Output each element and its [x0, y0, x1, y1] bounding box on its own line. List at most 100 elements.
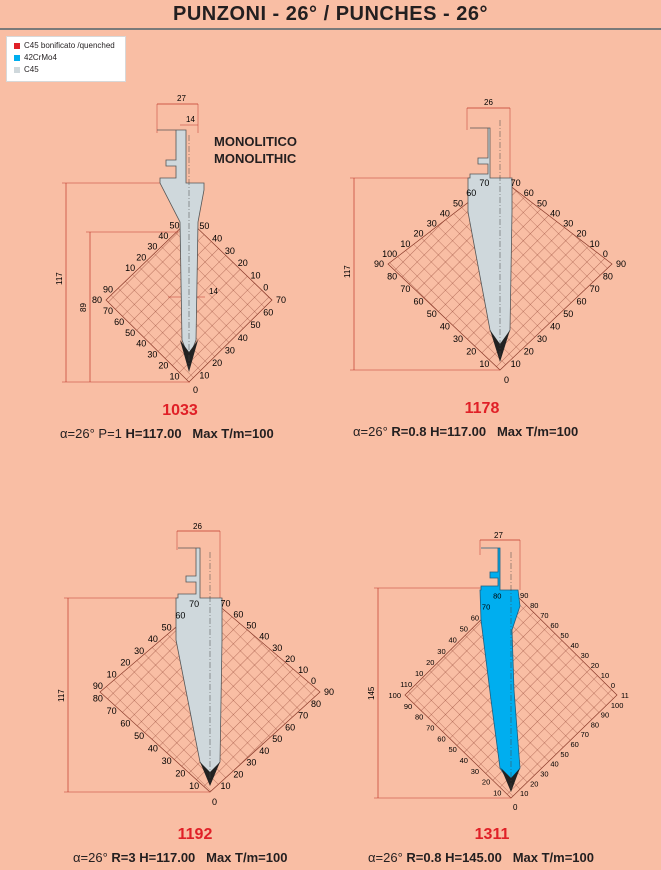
grid-tick-label: 50	[560, 631, 568, 640]
dim-top: 26	[484, 98, 493, 107]
punch-body	[157, 129, 205, 360]
dim-mid: 14	[209, 287, 218, 296]
grid-tick-label: 90	[324, 687, 334, 697]
legend-item: 42CrMo4	[14, 53, 57, 63]
legend-swatch-blue	[14, 54, 20, 61]
grid-tick-label: 30	[225, 246, 235, 256]
grid-tick-label: 40	[440, 208, 450, 218]
grid-tick-label: 60	[263, 308, 273, 318]
grid-tick-label: 30	[427, 219, 437, 229]
grid-tick-label: 70	[479, 178, 489, 188]
grid-tick-label: 90	[374, 259, 384, 269]
grid-tick-label: 30	[134, 646, 144, 656]
grid-tick-label: 20	[212, 358, 222, 368]
punch-specs: α=26° R=0.8 H=117.00 Max T/m=100	[353, 424, 578, 439]
spec-max: Max T/m=100	[206, 850, 288, 865]
dim-height: 117	[343, 265, 352, 278]
spec-max: Max T/m=100	[496, 424, 579, 439]
grid-tick-label: 40	[158, 231, 168, 241]
spec-height: H=145.00	[445, 850, 502, 865]
dim-top: 27	[494, 531, 503, 540]
spec-max: Max T/m=100	[192, 426, 274, 441]
spec-height: H=117.00	[430, 424, 487, 439]
spec-alpha: α=26°	[353, 424, 388, 439]
grid-tick-label: 70	[511, 178, 521, 188]
grid-tick-label: 10	[298, 665, 308, 675]
grid-tick-label: 70	[189, 599, 199, 609]
grid-tick-label: 50	[560, 750, 568, 759]
grid-tick-label: 30	[272, 643, 282, 653]
grid-tick-label: 80	[92, 295, 102, 305]
grid-tick-label: 30	[147, 242, 157, 252]
grid-tick-label: 90	[404, 702, 412, 711]
grid-tick-label: 70	[540, 611, 548, 620]
monolithic-note: MONOLITICO MONOLITHIC	[214, 133, 297, 167]
grid-tick-label: 90	[520, 591, 528, 600]
grid-tick-label: 40	[212, 233, 222, 243]
grid-tick-label: 100	[382, 249, 397, 259]
grid-tick-label: 110	[400, 680, 412, 689]
tick-zero: 0	[212, 797, 217, 807]
grid-tick-label: 10	[511, 359, 521, 369]
grid-tick-label: 40	[148, 634, 158, 644]
spec-radius: R=0.8	[406, 850, 442, 865]
grid-tick-label: 20	[238, 258, 248, 268]
grid-tick-label: 0	[311, 676, 316, 686]
grid-tick-label: 70	[276, 295, 286, 305]
grid-tick-label: 80	[591, 720, 599, 729]
grid-tick-label: 70	[298, 711, 308, 721]
grid-tick-label: 20	[158, 361, 168, 371]
dim-top: 26	[193, 522, 202, 531]
punch-body	[467, 127, 513, 351]
note-line: MONOLITHIC	[214, 151, 297, 166]
punch-code: 1033	[162, 402, 198, 419]
grid-tick-label: 60	[120, 718, 130, 728]
grid-tick-label: 0	[263, 283, 268, 293]
grid-tick-label: 20	[233, 769, 243, 779]
grid-tick-label: 10	[199, 371, 209, 381]
grid-tick-label: 10	[220, 781, 230, 791]
dim-height: 117	[57, 689, 66, 702]
grid-tick-label: 40	[550, 208, 560, 218]
punch-specs: α=26° P=1 H=117.00 Max T/m=100	[60, 426, 274, 441]
legend-swatch-grey	[14, 66, 20, 73]
grid-tick-label: 60	[175, 611, 185, 621]
spec-alpha: α=26°	[60, 426, 95, 441]
spec-height: H=117.00	[139, 850, 196, 865]
grid-tick-label: 11	[621, 691, 629, 700]
grid-tick-label: 60	[471, 614, 479, 623]
spec-radius: R=3	[111, 850, 136, 865]
grid-tick-label: 50	[169, 220, 179, 230]
grid-tick-label: 90	[93, 681, 103, 691]
grid-tick-label: 60	[437, 734, 445, 743]
tick-zero: 0	[193, 385, 198, 395]
grid-tick-label: 80	[530, 601, 538, 610]
grid-tick-label: 80	[603, 271, 613, 281]
grid-tick-label: 20	[591, 661, 599, 670]
spec-radius: R=0.8	[391, 424, 427, 439]
spec-height: H=117.00	[125, 426, 182, 441]
spec-alpha: α=26°	[368, 850, 403, 865]
punch-specs: α=26° R=0.8 H=145.00 Max T/m=100	[368, 850, 594, 865]
grid-tick-label: 60	[466, 188, 476, 198]
grid-tick-label: 100	[611, 701, 624, 710]
grid-tick-label: 20	[530, 779, 538, 788]
grid-tick-label: 10	[125, 263, 135, 273]
punch-body	[479, 547, 521, 786]
grid-tick-label: 20	[466, 346, 476, 356]
grid-tick-label: 30	[563, 219, 573, 229]
grid-tick-label: 10	[189, 781, 199, 791]
grid-tick-label: 30	[437, 647, 445, 656]
grid-tick-label: 70	[426, 724, 434, 733]
grid-tick-label: 80	[415, 713, 423, 722]
legend-item: C45	[14, 65, 39, 75]
grid-tick-label: 60	[285, 722, 295, 732]
dim-inner: 14	[186, 115, 195, 124]
grid-tick-label: 30	[147, 350, 157, 360]
